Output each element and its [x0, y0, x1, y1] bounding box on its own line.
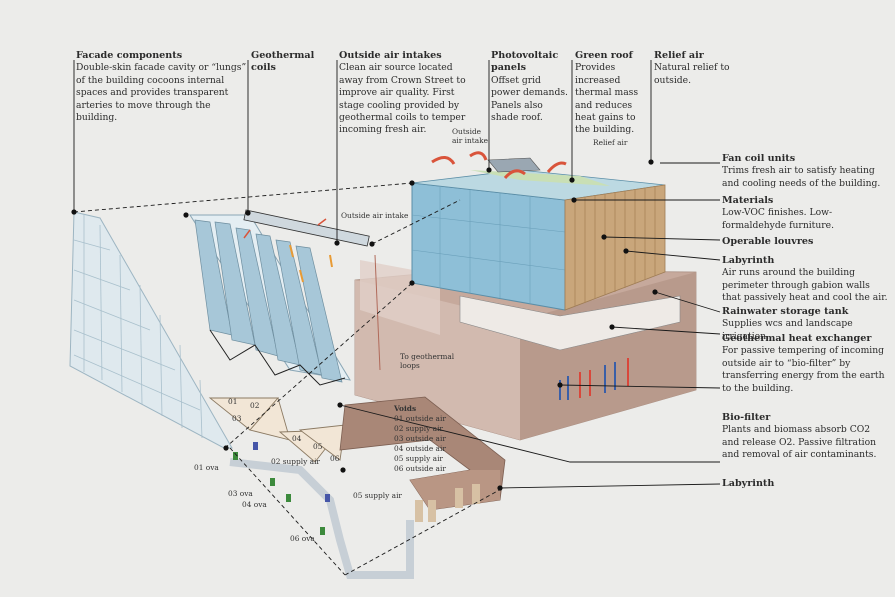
callout-body: Low-VOC finishes. Low-formaldehyde furni…	[722, 207, 835, 231]
tri-label-03: 03	[232, 414, 242, 423]
triangle-ducts	[208, 397, 346, 463]
label-ova-04: 04 ova	[242, 500, 267, 509]
labyrinth-ring	[229, 396, 506, 579]
callout-body: Air runs around the building perimeter t…	[722, 267, 888, 304]
callout-title: Fan coil units	[722, 153, 796, 164]
callout-materials: Materials Low-VOC finishes. Low-formalde…	[722, 195, 890, 232]
callout-body: Provides increased thermal mass and redu…	[575, 62, 639, 136]
callout-rainwater-storage-tank: Rainwater storage tank Supplies wcs and …	[722, 306, 890, 343]
void-06: 06 outside air	[394, 464, 446, 473]
building	[243, 151, 697, 441]
facade-panel	[69, 211, 233, 449]
callout-geothermal-heat-exchanger: Geothermal heat exchanger For passive te…	[722, 333, 890, 395]
tri-label-01: 01	[228, 397, 238, 406]
void-02: 02 supply air	[394, 424, 443, 433]
callout-title: Green roof	[575, 50, 633, 61]
callout-green-roof: Green roof Provides increased thermal ma…	[575, 50, 651, 137]
callout-facade-components: Facade components Double-skin facade cav…	[76, 50, 248, 124]
callout-fan-coil-units: Fan coil units Trims fresh air to satisf…	[722, 153, 890, 190]
callout-title: Operable louvres	[722, 236, 814, 247]
callout-title: Labyrinth	[722, 478, 775, 489]
void-03: 03 outside air	[394, 434, 446, 443]
label-supply-05: 05 supply air	[353, 491, 402, 500]
geothermal-coils	[189, 209, 370, 386]
void-04: 04 outside air	[394, 444, 446, 453]
callout-title: Facade components	[76, 50, 183, 61]
callout-title: Photovoltaic panels	[491, 50, 559, 74]
label-outside-air-intake-top: Outside air intake	[452, 127, 489, 145]
callout-labyrinth-upper: Labyrinth Air runs around the building p…	[722, 255, 890, 305]
tri-label-06: 06	[330, 454, 340, 463]
callout-body: Clean air source located away from Crown…	[339, 62, 466, 136]
callout-title: Outside air intakes	[339, 50, 442, 61]
label-supply-02: 02 supply air	[271, 457, 320, 466]
callout-body: Plants and biomass absorb CO2 and releas…	[722, 424, 877, 461]
tri-label-04: 04	[292, 434, 302, 443]
callout-title: Materials	[722, 195, 774, 206]
callout-title: Rainwater storage tank	[722, 306, 849, 317]
leader-lines	[73, 60, 721, 576]
callout-outside-air-intakes: Outside air intakes Clean air source loc…	[339, 50, 479, 137]
callout-bio-filter: Bio-filter Plants and biomass absorb CO2…	[722, 412, 890, 462]
label-ova-06: 06 ova	[290, 534, 315, 543]
callout-relief-air: Relief air Natural relief to outside.	[654, 50, 730, 87]
voids-title: Voids	[394, 404, 417, 413]
callout-title: Geothermal heat exchanger	[722, 333, 872, 344]
callout-title: Relief air	[654, 50, 704, 61]
callout-body: For passive tempering of incoming outsid…	[722, 345, 885, 394]
callout-title: Bio-filter	[722, 412, 771, 423]
callout-title: Labyrinth	[722, 255, 775, 266]
callout-body: Supplies wcs and landscape irrigation.	[722, 318, 853, 342]
callout-body: Trims fresh air to satisfy heating and c…	[722, 165, 881, 189]
label-ova-03: 03 ova	[228, 489, 253, 498]
label-outside-air-intake-mid: Outside air intake	[341, 211, 409, 220]
callout-body: Offset grid power demands. Panels also s…	[491, 74, 568, 124]
callout-title: Geothermal coils	[251, 50, 315, 74]
void-05: 05 supply air	[394, 454, 443, 463]
label-relief-air: Relief air	[593, 138, 628, 147]
tri-label-02: 02	[250, 401, 260, 410]
callout-body: Natural relief to outside.	[654, 62, 730, 86]
label-to-geothermal-loops: To geothermal loops	[400, 352, 455, 370]
callout-photovoltaic-panels: Photovoltaic panels Offset grid power de…	[491, 50, 569, 124]
callout-body: Double-skin facade cavity or “lungs” of …	[76, 62, 247, 124]
label-ova-01: 01 ova	[194, 463, 219, 472]
callout-labyrinth-lower: Labyrinth	[722, 478, 890, 490]
void-01: 01 outside air	[394, 414, 446, 423]
leader-dots	[71, 159, 658, 491]
callout-geothermal-coils: Geothermal coils	[251, 50, 331, 75]
tri-label-05: 05	[313, 442, 323, 451]
callout-operable-louvres: Operable louvres	[722, 236, 890, 248]
